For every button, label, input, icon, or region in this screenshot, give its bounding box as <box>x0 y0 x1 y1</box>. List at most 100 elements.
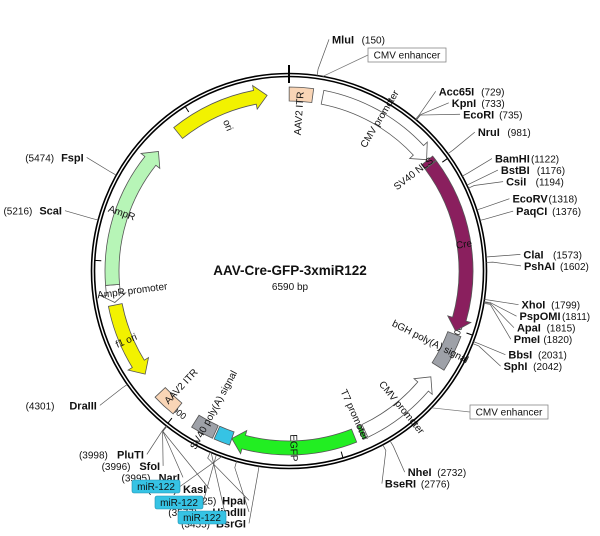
site-position: (2776) <box>421 480 450 491</box>
site-name: KasI <box>183 484 206 496</box>
site-leader-line <box>484 301 517 317</box>
site-mlui[interactable]: MluI(150) <box>316 34 385 76</box>
site-pshai[interactable]: PshAI(1602) <box>486 261 589 273</box>
site-ecorv[interactable]: EcoRV(1318) <box>476 194 578 211</box>
site-name: BamHI <box>495 154 530 166</box>
site-leader-line <box>485 254 521 258</box>
site-acc65i[interactable]: Acc65I(729) <box>415 86 504 120</box>
backbone-layer <box>90 65 488 470</box>
site-position: (735) <box>499 110 522 121</box>
mir-badge <box>154 495 204 510</box>
site-name: EcoRI <box>463 109 494 121</box>
site-csii[interactable]: CsiI(1194) <box>468 177 564 189</box>
site-fspi[interactable]: FspI(5474) <box>25 152 117 176</box>
plasmid-size: 6590 bp <box>272 282 309 293</box>
site-leader-line <box>476 198 510 211</box>
site-paqci[interactable]: PaqCI(1376) <box>479 206 581 221</box>
mir-label-mir-3[interactable]: miR-122 <box>177 452 227 525</box>
site-position: (1194) <box>536 178 564 189</box>
site-scai[interactable]: ScaI(5216) <box>3 206 99 221</box>
site-position: (2042) <box>533 362 562 373</box>
site-leader-line <box>472 343 501 367</box>
site-hindiii[interactable]: HindIII(3577) <box>168 461 250 519</box>
site-position: (981) <box>507 128 530 139</box>
boxed-label-cmv-enhancer-2[interactable]: CMV enhancer <box>431 404 549 420</box>
feature-aav2-itr-1[interactable] <box>288 86 315 103</box>
feature-label-cre: Cre <box>455 238 473 251</box>
site-position: (4301) <box>26 401 55 412</box>
mir-leader <box>210 452 227 518</box>
mir-text: miR-122 <box>160 498 198 509</box>
site-leader-line <box>64 210 99 221</box>
tick-mark-2000 <box>466 332 473 336</box>
site-pspomi[interactable]: PspOMI(1811) <box>484 301 590 324</box>
feature-f1-ori[interactable] <box>107 303 150 375</box>
boxed-label-text: CMV enhancer <box>374 51 441 62</box>
site-leader-line <box>466 169 499 186</box>
site-name: BbsI <box>508 350 532 362</box>
feature-ampr[interactable] <box>104 151 161 286</box>
mir-text: miR-122 <box>137 482 175 493</box>
site-clai[interactable]: ClaI (1573) <box>485 249 582 261</box>
site-position: (1815) <box>547 324 576 335</box>
site-bamhi[interactable]: BamHI(1122) <box>462 154 559 177</box>
mir-badge <box>131 479 181 494</box>
boxed-label-cmv-enhancer-1[interactable]: CMV enhancer <box>322 47 447 77</box>
site-leader-line <box>146 425 167 455</box>
feature-sv40-nls[interactable] <box>421 155 437 170</box>
site-pluti[interactable]: PluTI(3998) <box>79 425 167 462</box>
site-xhoi[interactable]: XhoI (1799) <box>484 299 580 312</box>
mir-label-mir-2[interactable]: miR-122 <box>154 454 217 510</box>
site-leader-line <box>415 91 437 120</box>
site-name: ClaI <box>523 249 543 261</box>
site-position: (1573) <box>553 250 582 261</box>
site-name: XhoI <box>522 300 546 312</box>
site-bseri[interactable]: BseRI(2776) <box>381 444 450 491</box>
feature-bgh-polya[interactable] <box>431 331 462 371</box>
site-position: (2031) <box>538 351 567 362</box>
site-name: MluI <box>332 34 354 46</box>
site-leader-line <box>486 261 521 267</box>
site-position: (3455) <box>181 519 210 530</box>
site-name: PmeI <box>514 334 540 346</box>
site-name: SphI <box>504 361 528 373</box>
feature-cmv-promoter-2[interactable] <box>361 376 433 438</box>
site-name: FspI <box>61 152 84 164</box>
feature-cmv-promoter-1[interactable] <box>320 89 428 161</box>
site-name: DraIII <box>69 400 97 412</box>
feature-label-aav2-itr-1: AAV2 ITR <box>293 91 307 135</box>
feature-ori[interactable] <box>173 84 268 140</box>
site-draiii[interactable]: DraIII (4301) <box>26 384 128 412</box>
site-position: (5216) <box>3 207 32 218</box>
mir-label-layer: miR-122 miR-122 miR-122 <box>131 452 227 525</box>
site-name: PaqCI <box>516 206 547 218</box>
site-leader-line <box>462 158 493 177</box>
site-kpni[interactable]: KpnI(733) <box>415 98 505 121</box>
site-leader-line <box>99 384 128 406</box>
mir-text: miR-122 <box>183 513 221 524</box>
site-name: EcoRV <box>512 194 548 206</box>
feature-label-aav2-itr-2: AAV2 ITR <box>163 367 201 407</box>
feature-mir122-sites[interactable] <box>213 425 235 446</box>
site-position: (1122) <box>531 155 559 166</box>
site-position: (3998) <box>79 450 108 461</box>
feature-cre[interactable] <box>424 160 474 332</box>
site-apai[interactable]: ApaI(1815) <box>483 302 576 335</box>
boxed-label-leader <box>431 407 471 413</box>
feature-t7-promoter[interactable] <box>356 424 367 440</box>
site-leader-line <box>483 302 512 340</box>
site-bstbi[interactable]: BstBI(1176) <box>466 165 565 186</box>
site-nhei[interactable]: NheI(2732) <box>389 440 466 479</box>
site-leader-line <box>248 466 260 524</box>
site-position: (1799) <box>551 301 580 312</box>
site-name: HpaI <box>222 495 246 507</box>
site-sphi[interactable]: SphI (2042) <box>472 343 562 374</box>
site-position: (1318) <box>548 195 577 206</box>
feature-aav2-itr-2[interactable] <box>154 387 183 415</box>
feature-sv40-polya[interactable] <box>191 414 219 439</box>
site-nrui[interactable]: NruI(981) <box>447 127 531 155</box>
site-ecori[interactable]: EcoRI (735) <box>416 109 522 121</box>
site-pmei[interactable]: PmeI(1820) <box>483 302 572 346</box>
site-bbsi[interactable]: BbsI (2031) <box>473 341 567 362</box>
